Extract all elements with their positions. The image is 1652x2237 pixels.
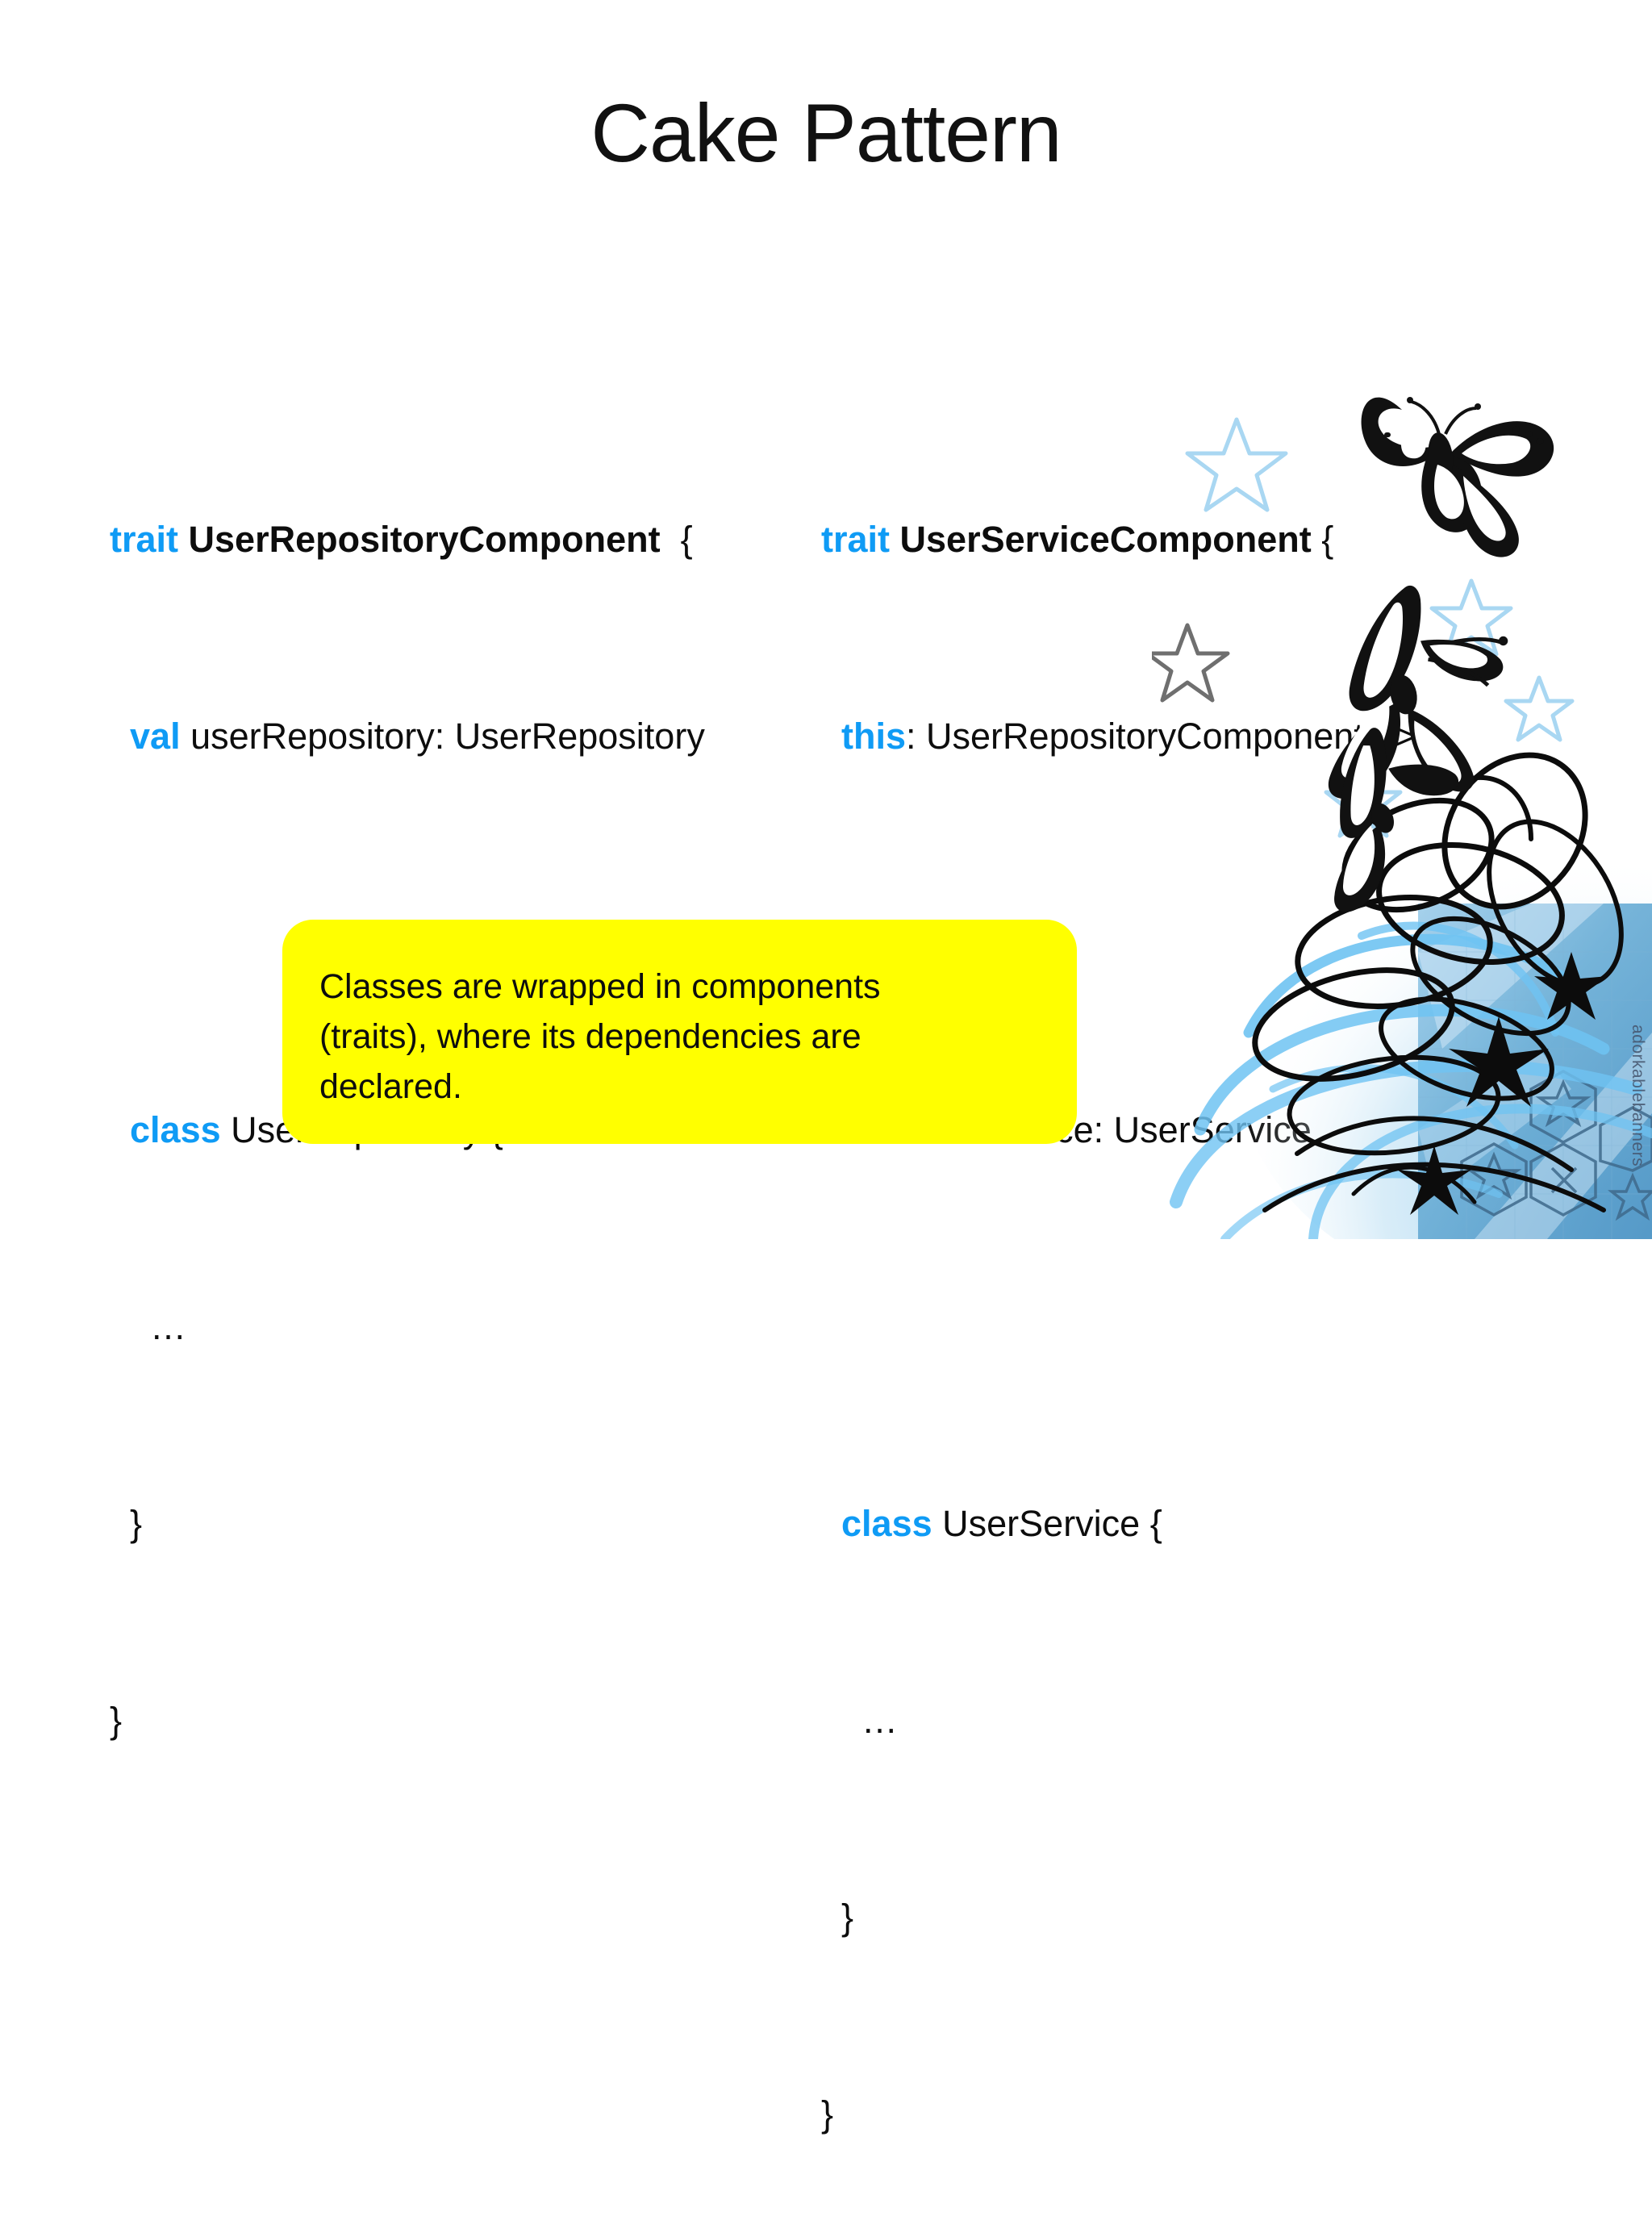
blue-tile-panel <box>1418 904 1652 1239</box>
keyword-trait: trait <box>110 519 179 560</box>
code-line: } <box>110 1700 123 1741</box>
page-title: Cake Pattern <box>590 87 1062 179</box>
code-line: trait UserServiceComponent { <box>821 519 1334 560</box>
callout-text: Classes are wrapped in components (trait… <box>319 967 881 1106</box>
code-line: class UserService { <box>841 1503 1162 1544</box>
code-line: val userRepository: UserRepository <box>130 716 705 757</box>
callout-box: Classes are wrapped in components (trait… <box>282 920 1077 1144</box>
keyword-class: class <box>130 1109 221 1150</box>
star-icon <box>1429 578 1513 657</box>
code-line: trait UserRepositoryComponent { <box>110 519 693 560</box>
type-name: UserServiceComponent <box>899 519 1312 560</box>
keyword-trait: trait <box>821 519 891 560</box>
code-line: } <box>821 1897 854 1938</box>
code-line: } <box>110 1503 143 1544</box>
code-line: } <box>821 2093 834 2135</box>
keyword-val: val <box>130 716 181 757</box>
code-line-blank <box>821 1302 1416 1351</box>
black-star-bursts <box>1397 952 1608 1215</box>
watermark-text: adorkablebanners <box>1629 1025 1647 1167</box>
keyword-this: this <box>841 716 907 757</box>
type-name: UserRepositoryComponent <box>188 519 661 560</box>
keyword-class: class <box>841 1503 932 1544</box>
star-icon <box>1504 675 1575 742</box>
code-line: … <box>110 1306 187 1347</box>
code-line: this: UserRepositoryComponent => <box>841 716 1416 757</box>
code-line: … <box>821 1700 899 1741</box>
code-block-user-service-component: trait UserServiceComponent { this: UserR… <box>821 367 1416 2237</box>
